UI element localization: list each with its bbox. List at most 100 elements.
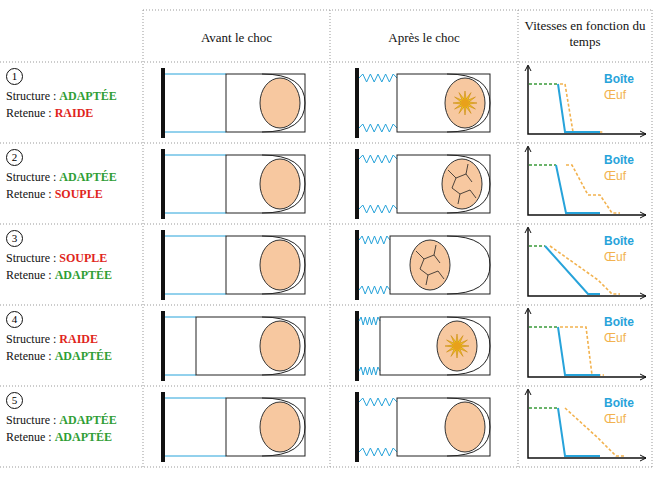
restraint [165, 155, 226, 156]
egg [260, 159, 300, 209]
egg-crack [458, 194, 460, 204]
egg [260, 78, 300, 128]
row-label: Structure : [6, 413, 56, 427]
wall [355, 230, 359, 300]
callout-number: 1 [6, 68, 23, 85]
initial-speed [529, 83, 558, 85]
axis-arrow [525, 146, 531, 152]
series-label: Œuf [604, 88, 626, 102]
row-illustration [163, 389, 646, 462]
axis-arrow [640, 212, 646, 218]
callout-number: 2 [6, 149, 23, 166]
row-label: Structure : [6, 170, 56, 184]
box [226, 236, 305, 294]
row-value: ADAPTÉE [55, 430, 112, 444]
restraint [165, 74, 226, 75]
initial-speed [529, 326, 558, 328]
restraint [165, 213, 226, 214]
restraint [165, 317, 196, 318]
series-label: Œuf [604, 169, 626, 183]
box [226, 74, 305, 132]
egg-yolk [461, 99, 469, 107]
box-speed [545, 246, 600, 294]
egg [410, 240, 450, 290]
box-speed [558, 327, 600, 375]
restraint [165, 236, 226, 237]
box-speed [558, 84, 600, 132]
series-label: Œuf [604, 250, 626, 264]
restraint [165, 132, 226, 133]
spring [359, 317, 380, 325]
series-label: Boîte [604, 72, 634, 86]
row-value: RAIDE [55, 106, 94, 120]
egg [260, 402, 300, 452]
chart-axes [528, 147, 646, 215]
wall [161, 68, 165, 138]
callout-number: 3 [6, 230, 23, 247]
series-label: Boîte [604, 153, 634, 167]
axis-arrow [640, 293, 646, 299]
row-value: SOUPLE [59, 251, 107, 265]
initial-speed [529, 407, 558, 409]
row-value: ADAPTÉE [55, 349, 112, 363]
axis-arrow [640, 374, 646, 380]
row-illustration [163, 146, 646, 219]
egg [445, 78, 485, 128]
box [380, 317, 490, 375]
egg-speed [560, 84, 604, 132]
egg-splat [453, 91, 477, 115]
spring [359, 74, 397, 82]
row-label: Structure : [6, 89, 56, 103]
row-label: Retenue : [6, 106, 52, 120]
wall [355, 392, 359, 462]
callout-number: 4 [6, 311, 23, 328]
egg-crack [424, 255, 440, 263]
box [226, 155, 305, 213]
box [397, 155, 490, 213]
wall [355, 149, 359, 219]
row-value: RAIDE [59, 332, 98, 346]
row-value: ADAPTÉE [59, 413, 116, 427]
chart-axes [528, 228, 646, 296]
box [226, 398, 305, 456]
row-illustration [163, 65, 646, 138]
column-header: Après le choc [334, 30, 514, 46]
wall [355, 311, 359, 381]
spring [359, 448, 397, 456]
box-speed [556, 165, 600, 213]
box [390, 236, 490, 294]
series-label: Boîte [604, 234, 634, 248]
spring [359, 236, 390, 244]
egg-crack [420, 269, 444, 279]
wall [161, 311, 165, 381]
restraint [165, 294, 226, 295]
box [397, 398, 490, 456]
row-label: Retenue : [6, 349, 52, 363]
row-value: SOUPLE [55, 187, 103, 201]
axis-arrow [525, 389, 531, 395]
chart-axes [528, 309, 646, 377]
egg-crack [456, 174, 472, 182]
egg-crack [416, 251, 424, 269]
row-line: Structure : SOUPLE [6, 251, 107, 266]
initial-speed [529, 164, 556, 166]
egg-splat [445, 334, 469, 358]
chart-axes [528, 66, 646, 134]
egg [442, 159, 482, 209]
egg-speed [560, 327, 604, 375]
egg [445, 402, 485, 452]
axis-arrow [640, 131, 646, 137]
box-speed [558, 408, 600, 456]
series-label: Œuf [604, 331, 626, 345]
row-line: Structure : ADAPTÉE [6, 413, 117, 428]
row-line: Structure : ADAPTÉE [6, 170, 117, 185]
spring [359, 205, 397, 213]
box [397, 74, 490, 132]
series-label: Boîte [604, 315, 634, 329]
row-label: Structure : [6, 251, 56, 265]
row-label: Retenue : [6, 268, 52, 282]
axis-arrow [525, 308, 531, 314]
spring [359, 367, 380, 375]
series-label: Œuf [604, 412, 626, 426]
